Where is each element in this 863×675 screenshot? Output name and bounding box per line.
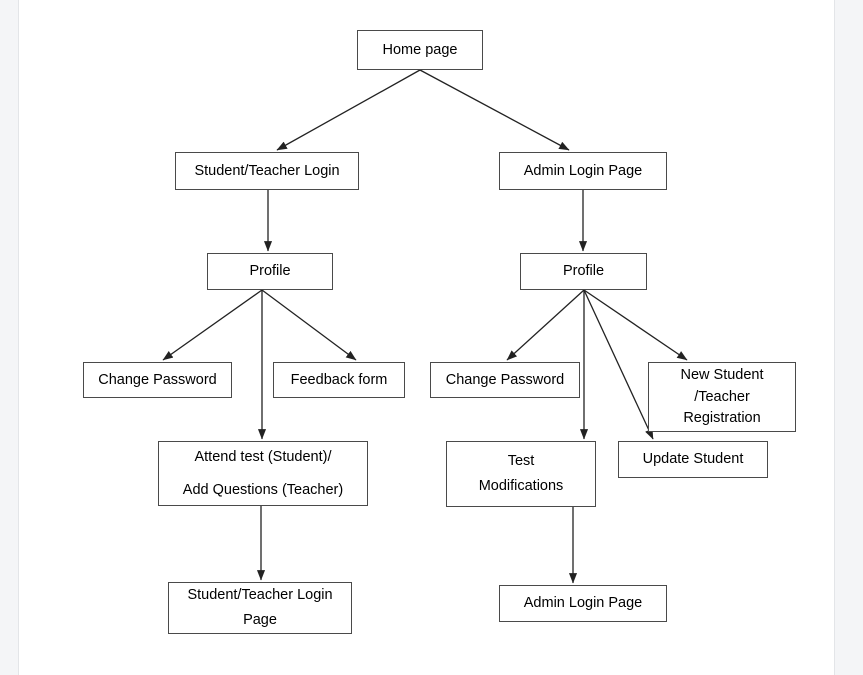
node-profile_right[interactable]: Profile xyxy=(520,253,647,290)
node-feedback_form[interactable]: Feedback form xyxy=(273,362,405,398)
node-label-line: Feedback form xyxy=(290,371,388,388)
edge-profile_left-to-feedback_form xyxy=(261,289,357,361)
node-label-line: Profile xyxy=(562,263,605,280)
edge-profile_left-to-change_password_left xyxy=(162,289,263,361)
node-change_password_right[interactable]: Change Password xyxy=(430,362,580,398)
node-label-line: Home page xyxy=(382,41,458,58)
node-label-line: Page xyxy=(243,612,277,628)
node-admin_login_page_bottom[interactable]: Admin Login Page xyxy=(499,585,667,622)
node-label-line: Student/Teacher Login xyxy=(187,587,333,604)
node-label-line: Change Password xyxy=(98,371,217,388)
node-label-line: Add Questions (Teacher) xyxy=(182,481,344,498)
node-attend_test_add_questions[interactable]: Attend test (Student)/ Add Questions (Tea… xyxy=(158,441,368,506)
node-change_password_left[interactable]: Change Password xyxy=(83,362,232,398)
edge-group xyxy=(162,69,688,584)
node-profile_left[interactable]: Profile xyxy=(207,253,333,290)
node-label-line: Modifications xyxy=(478,478,564,494)
node-home[interactable]: Home page xyxy=(357,30,483,70)
node-label-line: Test xyxy=(507,453,535,470)
node-label-line: Update Student xyxy=(642,451,744,468)
node-label-line: Profile xyxy=(249,263,291,280)
edge-home-to-student_teacher_login xyxy=(276,69,421,151)
edge-home-to-admin_login_page xyxy=(419,69,570,151)
node-admin_login_page[interactable]: Admin Login Page xyxy=(499,152,667,190)
node-label-line: Registration xyxy=(683,410,761,427)
node-student_teacher_login[interactable]: Student/Teacher Login xyxy=(175,152,359,190)
node-label-line: Student/Teacher Login xyxy=(194,162,340,179)
edge-profile_right-to-update_student xyxy=(583,289,654,440)
node-label-line: Admin Login Page xyxy=(523,595,643,612)
node-label-line: New Student xyxy=(680,366,764,383)
edge-profile_right-to-new_student_teacher_registration xyxy=(583,289,688,361)
node-update_student[interactable]: Update Student xyxy=(618,441,768,478)
node-label-line: Change Password xyxy=(445,371,565,388)
diagram-page-surface xyxy=(18,0,835,675)
edge-profile_right-to-change_password_right xyxy=(506,289,585,361)
node-label-line: Attend test (Student)/ xyxy=(194,449,332,465)
node-label-line: /Teacher xyxy=(694,388,750,405)
node-label-line: Admin Login Page xyxy=(523,162,643,179)
